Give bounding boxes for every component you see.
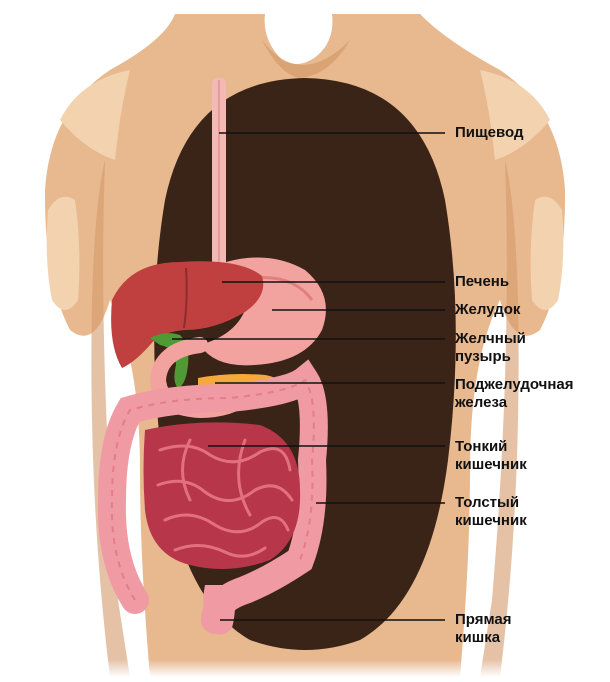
label-rectum-line-2: кишка <box>455 629 512 647</box>
label-pancreas-line-2: железа <box>455 394 574 412</box>
label-pancreas-line-1: Поджелудочная <box>455 376 574 394</box>
label-stomach: Желудок <box>455 301 520 319</box>
label-gallbladder-line-1: Желчный <box>455 330 526 348</box>
label-rectum-line-1: Прямая <box>455 611 512 629</box>
label-small-intestine: Тонкий кишечник <box>455 438 527 474</box>
label-esophagus-line-1: Пищевод <box>455 124 524 142</box>
small-intestine <box>144 422 301 569</box>
arm-right <box>531 197 564 310</box>
label-stomach-line-1: Желудок <box>455 301 520 319</box>
label-liver-line-1: Печень <box>455 273 509 291</box>
label-pancreas: Поджелудочная железа <box>455 376 574 412</box>
label-liver: Печень <box>455 273 509 291</box>
label-large-intestine: Толстый кишечник <box>455 494 527 530</box>
label-large-intestine-line-2: кишечник <box>455 512 527 530</box>
label-gallbladder: Желчный пузырь <box>455 330 526 366</box>
label-small-intestine-line-2: кишечник <box>455 456 527 474</box>
label-gallbladder-line-2: пузырь <box>455 348 526 366</box>
arm-left <box>47 197 80 310</box>
label-small-intestine-line-1: Тонкий <box>455 438 527 456</box>
label-rectum: Прямая кишка <box>455 611 512 647</box>
label-large-intestine-line-1: Толстый <box>455 494 527 512</box>
label-esophagus: Пищевод <box>455 124 524 142</box>
